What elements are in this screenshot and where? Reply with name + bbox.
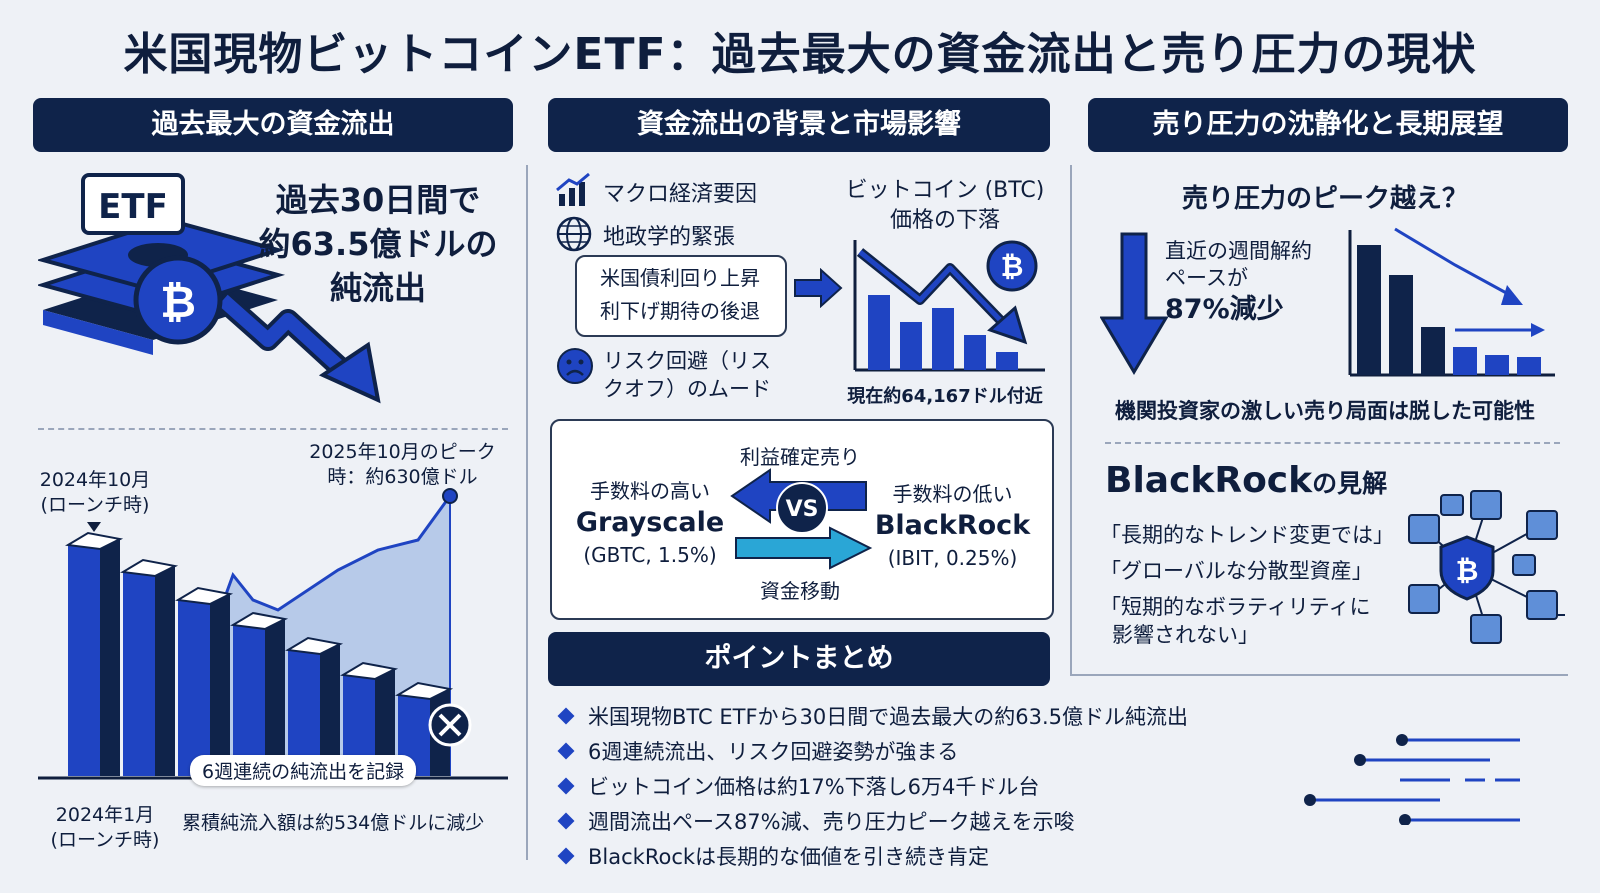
svg-text:₿: ₿ [1001, 250, 1024, 283]
launch-date-label: 2024年1月 (ローンチ時) [50, 804, 160, 851]
section-header-outflow: 過去最大の資金流出 [33, 98, 513, 152]
diamond-bullet-icon [557, 812, 575, 829]
redemption-bar [1517, 357, 1541, 375]
peak-label: 2025年10月のピーク 時：約630億ドル [309, 441, 496, 488]
price-bar [900, 322, 922, 370]
consecutive-outflow-callout: 6週連続の純流出を記録 [190, 755, 417, 786]
divider [1105, 442, 1560, 444]
blackrock-view-title: BlackRockの見解 [1105, 460, 1388, 501]
etf-sign [81, 173, 185, 235]
risk-off-mood: リスク回避（リス クオフ）のムード [603, 349, 771, 401]
decorative-lines [1304, 734, 1520, 825]
launch-label: 2024年10月 (ローンチ時) [39, 469, 151, 516]
outflow-bar-side [320, 644, 340, 776]
factor-macro: マクロ経済要因 [603, 182, 758, 207]
outflow-bar-top [120, 558, 179, 578]
redemption-bar [1453, 347, 1477, 375]
outflow-bar [233, 625, 265, 776]
blockchain-shield-icon: ₿ [1408, 490, 1565, 644]
price-bar [964, 335, 986, 370]
column-divider [526, 165, 528, 860]
summary-item: 週間流出ペース87%減、売り圧力ピーク越えを示唆 [557, 803, 1240, 838]
outflow-bar-top [395, 681, 454, 701]
outflow-bar-side [100, 539, 120, 776]
summary-item: 6週連続流出、リスク回避姿勢が強まる [557, 733, 1240, 768]
right-bottom-border [1070, 674, 1568, 676]
vs-badge: VS [786, 497, 819, 522]
summary-item: 米国現物BTC ETFから30日間で過去最大の約63.5億ドル純流出 [557, 698, 1240, 733]
svg-text:₿: ₿ [160, 277, 196, 328]
blackrock-block: 手数料の低い BlackRock (IBIT, 0.25%) [874, 482, 1031, 570]
right-arrow-icon [794, 268, 843, 308]
outflow-bar-side [375, 669, 395, 776]
summary-list: 米国現物BTC ETFから30日間で過去最大の約63.5億ドル純流出 6週連続流… [557, 698, 1240, 873]
blackrock-quotes: 「長期的なトレンド変更では」 「グローバルな分散型資産」 「短期的なボラティリテ… [1100, 523, 1394, 647]
summary-item: ビットコイン価格は約17%下落し6万4千ドル台 [557, 768, 1240, 803]
outflow-bar-side [265, 619, 285, 776]
down-arrow-icon [987, 305, 1028, 345]
sad-face-icon [557, 348, 593, 384]
diamond-bullet-icon [557, 707, 575, 724]
outflow-bar [123, 572, 155, 776]
profit-taking-label: 利益確定売り [740, 445, 860, 469]
cumulative-inflow-label: 累積純流入額は約534億ドルに減少 [182, 812, 485, 834]
outflow-bar-top [65, 531, 124, 551]
outflow-bar [178, 600, 210, 776]
outflow-bar-top [175, 586, 234, 606]
globe-icon [556, 216, 592, 252]
peak-question: 売り圧力のピーク越え？ [1181, 184, 1468, 214]
diamond-bullet-icon [557, 847, 575, 864]
outflow-bar-chart [38, 488, 508, 780]
outflow-bar [68, 545, 100, 776]
grayscale-block: 手数料の高い Grayscale (GBTC, 1.5%) [575, 479, 725, 567]
outflow-headline: 過去30日間で 約63.5億ドルの 純流出 [258, 181, 498, 307]
section-header-outlook: 売り圧力の沈静化と長期展望 [1088, 98, 1568, 152]
redemption-bar [1485, 355, 1509, 375]
btc-price-title: ビットコイン (BTC) 価格の下落 [845, 178, 1045, 233]
outflow-bar-side [155, 566, 175, 776]
factor-geopolitics: 地政学的緊張 [603, 225, 736, 250]
outflow-bar-top [340, 661, 399, 681]
redemption-bar [1357, 245, 1381, 375]
fund-move-label: 資金移動 [760, 579, 840, 603]
summary-header: ポイントまとめ [548, 632, 1050, 686]
svg-text:₿: ₿ [1456, 554, 1479, 587]
page-title: 米国現物ビットコインETF：過去最大の資金流出と売り圧力の現状 [123, 29, 1477, 80]
weekly-pace: 直近の週間解約 ペースが 87%減少 [1165, 239, 1312, 325]
outflow-bar-side [210, 594, 230, 776]
institutional-note: 機関投資家の激しい売り局面は脱した可能性 [1115, 399, 1535, 423]
rates-box [575, 255, 787, 337]
redemption-bar-chart [1348, 227, 1555, 377]
big-down-arrow-icon [1100, 232, 1169, 375]
diamond-bullet-icon [557, 777, 575, 794]
etf-money-illustration: ETF ₿ [38, 173, 381, 404]
bitcoin-icon [133, 255, 223, 345]
pointer-triangle [87, 522, 101, 532]
peak-point [442, 488, 458, 504]
outflow-bar-top [230, 611, 289, 631]
diamond-bullet-icon [557, 742, 575, 759]
summary-item: BlackRockは長期的な価値を引き続き肯定 [557, 838, 1240, 873]
divider [38, 428, 508, 430]
vs-arrows: VS [730, 468, 873, 570]
btc-price-chart: ₿ [853, 240, 1045, 372]
svg-text:ETF: ETF [98, 187, 168, 227]
section-header-background: 資金流出の背景と市場影響 [548, 98, 1050, 152]
price-bar [932, 308, 954, 370]
redemption-bar [1421, 327, 1445, 375]
outflow-bar-top [285, 636, 344, 656]
chart-up-icon [556, 172, 590, 206]
rates-text: 米国債利回り上昇 利下げ期待の後退 [600, 266, 760, 323]
right-column-divider [1070, 165, 1072, 675]
redemption-bar [1389, 275, 1413, 375]
price-bar [868, 295, 890, 370]
btc-current-price: 現在約64,167ドル付近 [847, 386, 1043, 407]
price-bar [996, 352, 1018, 370]
bitcoin-icon [986, 240, 1038, 292]
